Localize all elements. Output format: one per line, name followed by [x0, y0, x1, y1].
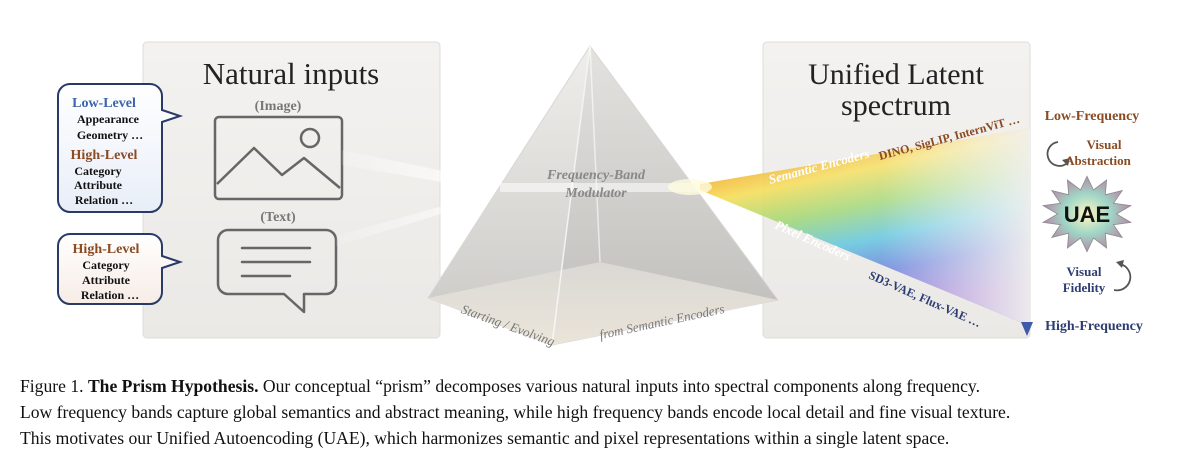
- prism-figure: Natural inputs (Image) (Text) Low-Level …: [57, 41, 1143, 349]
- callout-text-high-level-title: High-Level: [73, 242, 140, 257]
- visual-fidelity-line1: Visual: [1067, 264, 1102, 279]
- prism-pyramid: Frequency-Band Modulator Starting / Evol…: [427, 44, 779, 349]
- callout-low-item: Appearance: [77, 112, 140, 126]
- callout-high-item: Relation …: [75, 193, 133, 207]
- unified-latent-title-line1: Unified Latent: [808, 58, 984, 91]
- callout-high-item: Category: [74, 164, 121, 178]
- prism-label-line2: Modulator: [564, 186, 627, 201]
- callout-text-item: Relation …: [81, 288, 139, 302]
- callout-text-item: Category: [82, 258, 129, 272]
- caption-line1-text: Our conceptual “prism” decomposes variou…: [262, 376, 980, 396]
- figure-canvas: Natural inputs (Image) (Text) Low-Level …: [57, 41, 1143, 349]
- speech-bubble-icon: [216, 228, 338, 314]
- input-light-beams: [336, 150, 500, 246]
- image-icon: [213, 115, 344, 201]
- uae-badge: UAE: [1041, 175, 1133, 253]
- callout-text-item: Attribute: [82, 273, 131, 287]
- caption-line: Figure 1. The Prism Hypothesis. Our conc…: [20, 373, 1188, 399]
- caption-figure-number: Figure 1.: [20, 376, 84, 396]
- natural-inputs-panel: Natural inputs (Image) (Text): [142, 41, 441, 339]
- visual-abstraction-line1: Visual: [1087, 137, 1122, 152]
- caption-title: The Prism Hypothesis.: [87, 376, 259, 396]
- curved-arrow-head-icon: [1116, 260, 1124, 268]
- caption-line: Low frequency bands capture global seman…: [20, 402, 1011, 422]
- callout-high-item: Attribute: [74, 178, 123, 192]
- spectrum-beam: [700, 128, 1030, 326]
- curved-arrow-head-icon: [1062, 158, 1070, 166]
- uae-badge-label: UAE: [1064, 202, 1110, 227]
- curved-arrow-icon: [1046, 141, 1067, 167]
- axis-arrowhead-icon: [1021, 322, 1033, 336]
- callout-high-level-title: High-Level: [71, 148, 138, 163]
- image-label: (Image): [255, 99, 302, 114]
- caption-line: This motivates our Unified Autoencoding …: [20, 428, 950, 448]
- text-semantics-callout: High-Level Category Attribute Relation …: [57, 233, 184, 305]
- unified-latent-title-line2: spectrum: [841, 89, 951, 122]
- visual-fidelity-line2: Fidelity: [1063, 280, 1106, 295]
- image-semantics-callout: Low-Level Appearance Geometry … High-Lev…: [57, 83, 184, 213]
- visual-abstraction-line2: Abstraction: [1065, 153, 1131, 168]
- curved-arrow-icon: [1113, 263, 1132, 292]
- figure-caption: Figure 1. The Prism Hypothesis. Our conc…: [20, 373, 1188, 451]
- frequency-axis: Low-Frequency High-Frequency Visual Abst…: [1021, 109, 1143, 336]
- low-frequency-label: Low-Frequency: [1045, 109, 1140, 124]
- natural-inputs-title: Natural inputs: [203, 56, 380, 91]
- text-label: (Text): [260, 210, 296, 225]
- prism-label-line1: Frequency-Band: [546, 168, 646, 183]
- high-frequency-label: High-Frequency: [1045, 319, 1143, 334]
- callout-low-item: Geometry …: [77, 128, 143, 142]
- callout-low-level-title: Low-Level: [72, 96, 136, 111]
